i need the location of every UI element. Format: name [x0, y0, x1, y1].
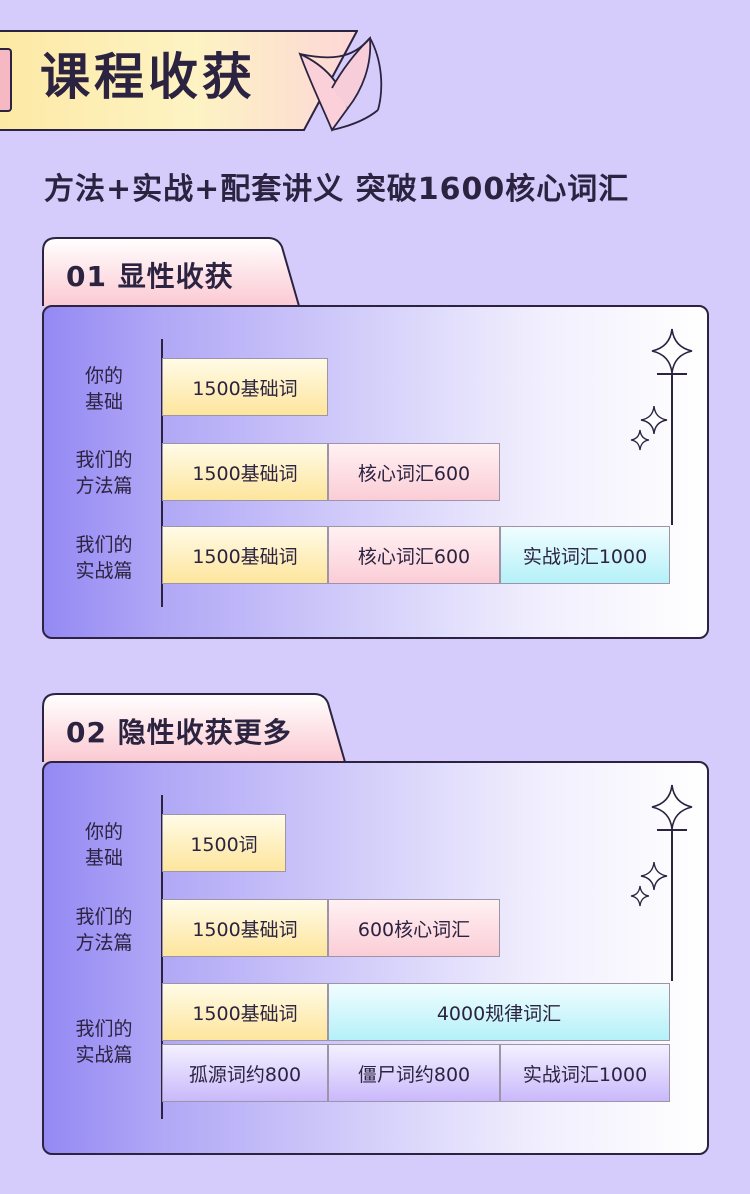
sparkle-icon [630, 429, 650, 451]
sparkle-icon [630, 885, 650, 907]
vocab-cell: 1500基础词 [162, 358, 328, 416]
row-label: 你的基础 [84, 821, 123, 869]
vocab-cell: 实战词汇1000 [500, 526, 670, 584]
row-label: 我们的方法篇 [75, 449, 133, 497]
vocab-cell: 1500基础词 [162, 526, 328, 584]
subtitle: 方法+实战+配套讲义 突破1600核心词汇 [44, 172, 630, 207]
decor-line [671, 373, 673, 525]
header-banner: 课程收获 [0, 30, 383, 132]
section-title: 02 隐性收获更多 [66, 716, 292, 749]
ribbon-icon [298, 35, 383, 132]
vocab-cell: 核心词汇600 [328, 443, 500, 501]
sparkle-icon [651, 328, 693, 374]
section-title: 01 显性收获 [66, 260, 234, 293]
row-label: 我们的实战篇 [75, 1018, 133, 1066]
vocab-cell: 僵尸词约800 [328, 1044, 500, 1102]
vocab-cell: 1500词 [162, 814, 286, 872]
vocab-cell: 孤源词约800 [162, 1044, 328, 1102]
decor-line [671, 829, 673, 981]
row-label: 你的基础 [84, 365, 123, 413]
row-label: 我们的实战篇 [75, 534, 133, 582]
gains-card: 你的基础 我们的方法篇 我们的实战篇 1500基础词 1500基础词 核心词汇6… [42, 305, 709, 639]
vocab-cell: 600核心词汇 [328, 899, 500, 957]
row-label: 我们的方法篇 [75, 906, 133, 954]
vocab-cell: 核心词汇600 [328, 526, 500, 584]
banner-tab [0, 48, 12, 112]
vocab-cell: 实战词汇1000 [500, 1044, 670, 1102]
axis-line [161, 795, 163, 1119]
sparkle-icon [651, 784, 693, 830]
section-implicit-gains: 02 隐性收获更多 你的基础 我们的方法篇 我们的实战篇 1500词 1500基… [42, 693, 709, 1155]
vocab-cell: 1500基础词 [162, 983, 328, 1041]
vocab-cell: 4000规律词汇 [328, 983, 670, 1041]
sparkle-icon [640, 405, 668, 435]
vocab-cell: 1500基础词 [162, 899, 328, 957]
vocab-cell: 1500基础词 [162, 443, 328, 501]
section-explicit-gains: 01 显性收获 你的基础 我们的方法篇 我们的实战篇 1500基础词 1500基… [42, 237, 709, 639]
sparkle-icon [640, 861, 668, 891]
page-title: 课程收获 [40, 48, 256, 106]
gains-card: 你的基础 我们的方法篇 我们的实战篇 1500词 1500基础词 600核心词汇… [42, 761, 709, 1155]
